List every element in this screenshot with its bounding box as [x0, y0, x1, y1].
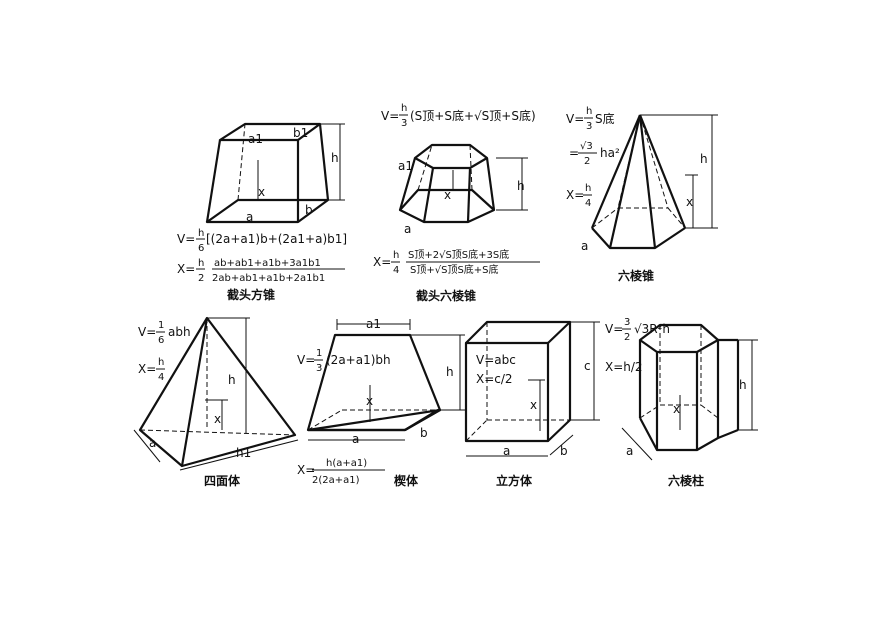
svg-text:h: h	[393, 250, 399, 261]
svg-text:6: 6	[198, 243, 204, 254]
svg-text:2ab+ab1+a1b+2a1b1: 2ab+ab1+a1b+2a1b1	[212, 273, 325, 284]
formula-centroid: X=c/2	[476, 372, 513, 386]
svg-text:2: 2	[624, 332, 630, 343]
svg-text:X=: X=	[373, 255, 391, 269]
caption-wedge: 楔体	[394, 473, 419, 488]
caption-tetrahedron: 四面体	[204, 473, 241, 488]
caption-hex-pyramid: 六棱锥	[618, 268, 654, 283]
svg-text:3: 3	[586, 121, 592, 132]
label-h: h	[700, 152, 708, 166]
label-a: a	[626, 444, 633, 458]
svg-text:X=: X=	[177, 262, 195, 276]
label-x: x	[686, 195, 693, 209]
label-h: h	[446, 365, 454, 379]
truncated-square-pyramid-figure: a1 b1 h x a b	[205, 122, 345, 224]
svg-text:V=: V=	[297, 353, 315, 367]
hex-pyramid-formulas: V= h 3 S底 = √3 2 ha² X= h 4	[566, 106, 620, 209]
svg-text:h: h	[401, 103, 407, 114]
svg-text:2(2a+a1): 2(2a+a1)	[312, 475, 360, 486]
svg-text:X=: X=	[138, 362, 156, 376]
svg-text:h: h	[586, 106, 592, 117]
svg-text:4: 4	[158, 372, 164, 383]
cuboid-figure: V=abc X=c/2 c x a b	[464, 320, 600, 458]
tetrahedron-formulas: V= 1 6 abh X= h 4	[138, 320, 191, 383]
svg-text:h: h	[198, 258, 204, 269]
truncated-square-pyramid-centroid: X= h 2 ab+ab1+a1b+3a1b1 2ab+ab1+a1b+2a1b…	[177, 258, 345, 284]
svg-text:h(a+a1): h(a+a1)	[326, 458, 367, 469]
svg-text:X=: X=	[566, 188, 584, 202]
wedge-formulas: V= 1 3 (2a+a1)bh X= h(a+a1) 2(2a+a1)	[297, 348, 391, 486]
label-x: x	[444, 188, 451, 202]
label-x: x	[673, 402, 680, 416]
truncated-hex-pyramid-figure: V= h 3 (S顶+S底+√S顶+S底) a1 h x a	[381, 103, 536, 236]
truncated-hex-pyramid-centroid: X= h 4 S顶+2√S顶S底+3S底 S顶+√S顶S底+S底	[373, 248, 540, 276]
label-h: h	[517, 179, 525, 193]
svg-text:(2a+a1)bh: (2a+a1)bh	[326, 353, 391, 367]
label-a: a	[149, 436, 156, 450]
svg-text:6: 6	[158, 335, 164, 346]
svg-text:abh: abh	[168, 325, 191, 339]
label-h: h	[331, 151, 339, 165]
svg-text:V=: V=	[566, 112, 584, 126]
svg-text:V=: V=	[381, 109, 399, 123]
svg-text:h: h	[158, 357, 164, 368]
truncated-square-pyramid-volume: V= h 6 [(2a+a1)b+(2a1+a)b1]	[177, 228, 347, 254]
wedge-figure: a1 h x a b	[306, 317, 465, 446]
svg-text:(S顶+S底+√S顶+S底): (S顶+S底+√S顶+S底)	[410, 108, 536, 123]
label-a: a	[503, 444, 510, 458]
svg-text:2: 2	[584, 156, 590, 167]
svg-text:4: 4	[393, 265, 399, 276]
label-b: b	[420, 426, 428, 440]
svg-text:3: 3	[624, 317, 630, 328]
label-h: h	[739, 378, 747, 392]
svg-text:ha²: ha²	[600, 146, 620, 160]
formula-volume: V=abc	[476, 353, 516, 367]
formula-centroid: X=h/2	[605, 360, 643, 374]
caption-cuboid: 立方体	[496, 473, 533, 488]
label-a: a	[352, 432, 359, 446]
label-c: c	[584, 359, 591, 373]
label-h: h	[228, 373, 236, 387]
svg-text:1: 1	[316, 348, 322, 359]
label-x: x	[214, 412, 221, 426]
svg-text:X=: X=	[297, 463, 315, 477]
hex-prism-figure: h x a	[621, 323, 758, 461]
label-b1: b1	[293, 126, 308, 140]
svg-text:√3: √3	[580, 141, 593, 152]
label-a1: a1	[398, 159, 413, 173]
label-a: a	[246, 210, 253, 224]
svg-text:1: 1	[158, 320, 164, 331]
label-h1: h1	[236, 446, 251, 460]
tetrahedron-figure: h x a h1	[133, 316, 299, 471]
label-x: x	[530, 398, 537, 412]
svg-text:S顶+2√S顶S底+3S底: S顶+2√S顶S底+3S底	[408, 248, 509, 261]
svg-text:V=: V=	[177, 232, 195, 246]
label-b: b	[305, 203, 313, 217]
svg-text:S顶+√S顶S底+S底: S顶+√S顶S底+S底	[410, 263, 499, 276]
svg-text:S底: S底	[595, 111, 615, 126]
svg-text:h: h	[585, 183, 591, 194]
svg-text:V=: V=	[605, 322, 623, 336]
label-b: b	[560, 444, 568, 458]
label-x: x	[258, 185, 265, 199]
svg-text:2: 2	[198, 273, 204, 284]
label-a: a	[404, 222, 411, 236]
hex-pyramid-figure: h x a	[581, 114, 718, 253]
svg-text:h: h	[198, 228, 204, 239]
svg-text:=: =	[569, 146, 579, 160]
label-a: a	[581, 239, 588, 253]
label-a1: a1	[366, 317, 381, 331]
label-a1: a1	[248, 132, 263, 146]
svg-text:4: 4	[585, 198, 591, 209]
svg-text:3: 3	[316, 363, 322, 374]
svg-text:V=: V=	[138, 325, 156, 339]
svg-text:[(2a+a1)b+(2a1+a)b1]: [(2a+a1)b+(2a1+a)b1]	[206, 232, 347, 246]
svg-text:3: 3	[401, 118, 407, 129]
caption-truncated-square-pyramid: 截头方锥	[227, 287, 275, 302]
label-x: x	[366, 394, 373, 408]
caption-truncated-hex-pyramid: 截头六棱锥	[416, 288, 476, 303]
caption-hex-prism: 六棱柱	[668, 473, 704, 488]
svg-text:ab+ab1+a1b+3a1b1: ab+ab1+a1b+3a1b1	[214, 258, 321, 269]
